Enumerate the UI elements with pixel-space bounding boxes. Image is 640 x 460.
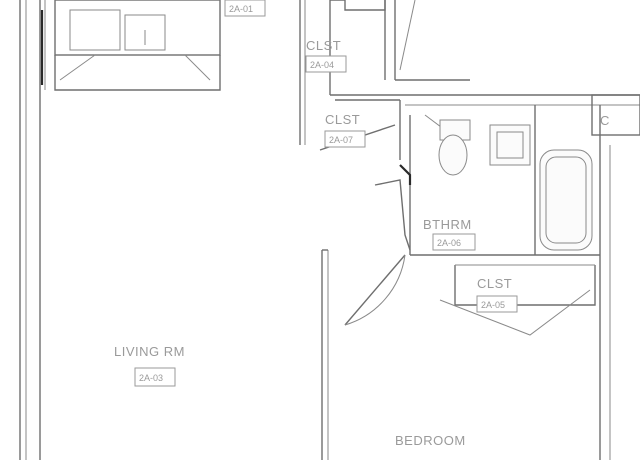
bathroom-tag-box [432,233,476,251]
closet-top-tag: 2A-04 [310,60,334,70]
bedroom-west-wall [321,249,329,460]
bedroom-door [344,254,406,326]
bathroom-tag: 2A-06 [437,238,461,248]
left-exterior-wall [19,0,46,460]
closet-mid-tag: 2A-07 [329,135,353,145]
living-room-tag: 2A-03 [139,373,163,383]
bathtub-icon [539,149,593,251]
closet-top-label: CLST [306,38,341,53]
closet-bed-tag-box [476,295,518,313]
central-walls [299,0,640,255]
bathroom-label: BTHRM [423,217,472,232]
top-left-tag: 2A-01 [229,4,253,14]
kitchen-counter: 2A-01 [54,0,266,91]
sink-icon [489,124,531,166]
closet-middle: CLST 2A-07 [324,112,366,148]
closet-bed-label: CLST [477,276,512,291]
living-room-label: LIVING RM [114,344,185,359]
corner-fixture-icon: C [600,113,610,128]
closet-bedroom: CLST 2A-05 [439,264,596,336]
toilet-icon [438,134,468,176]
closet-top: CLST 2A-04 [305,38,347,73]
closet-top-tag-box [305,55,347,73]
living-room: LIVING RM 2A-03 [114,344,185,387]
bedroom-label: BEDROOM [395,433,466,448]
closet-bed-tag: 2A-05 [481,300,505,310]
closet-mid-label: CLST [325,112,360,127]
bathroom: C BTHRM 2A-06 [374,94,640,460]
top-left-tag-box [224,0,266,17]
living-room-tag-box [134,367,176,387]
closet-mid-tag-box [324,130,366,148]
bedroom: BEDROOM [395,433,466,448]
